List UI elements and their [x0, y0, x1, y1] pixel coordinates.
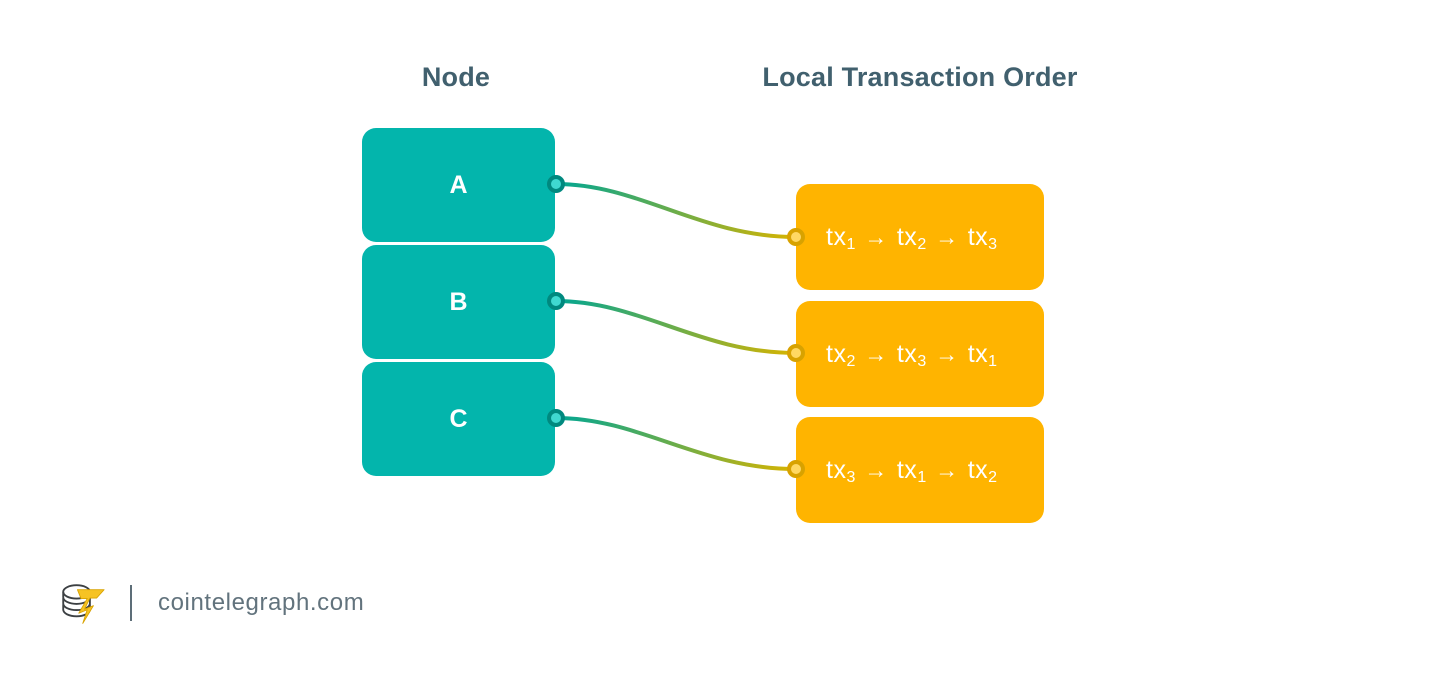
order-box-2[interactable]: tx2→tx3→tx1: [796, 301, 1044, 407]
arrow-icon: →: [864, 340, 888, 367]
link-node-a-to-order-1: [554, 182, 798, 239]
footer-site-label: cointelegraph.com: [158, 589, 365, 616]
link-node-b-to-order-2: [554, 299, 798, 355]
order-box-3[interactable]: tx3→tx1→tx2: [796, 417, 1044, 523]
node-box-b[interactable]: B: [362, 245, 555, 359]
arrow-icon: →: [864, 456, 888, 483]
footer-branding: cointelegraph.com: [56, 578, 364, 628]
connector-dot-order-3: [787, 460, 805, 478]
cointelegraph-logo-icon: [62, 584, 105, 624]
arrow-icon: →: [935, 223, 959, 250]
order-sequence-2: tx2→tx3→tx1: [826, 339, 998, 371]
arrow-icon: →: [864, 223, 888, 250]
node-label-c: C: [449, 404, 468, 433]
order-sequence-3: tx3→tx1→tx2: [826, 455, 998, 487]
node-label-b: B: [449, 287, 468, 316]
column-heading-node: Node: [421, 62, 491, 92]
column-heading-local-transaction-order: Local Transaction Order: [762, 62, 1078, 92]
arrow-icon: →: [935, 340, 959, 367]
node-label-a: A: [449, 170, 468, 199]
connector-dot-node-a: [547, 175, 565, 193]
link-node-c-to-order-3: [554, 416, 798, 471]
connector-dot-node-b: [547, 292, 565, 310]
connector-dot-order-1: [787, 228, 805, 246]
connector-dot-order-2: [787, 344, 805, 362]
order-sequence-1: tx1→tx2→tx3: [826, 222, 998, 254]
connector-dot-node-c: [547, 409, 565, 427]
arrow-icon: →: [935, 456, 959, 483]
order-box-1[interactable]: tx1→tx2→tx3: [796, 184, 1044, 290]
footer-divider: [130, 585, 132, 621]
node-box-c[interactable]: C: [362, 362, 555, 476]
node-box-a[interactable]: A: [362, 128, 555, 242]
